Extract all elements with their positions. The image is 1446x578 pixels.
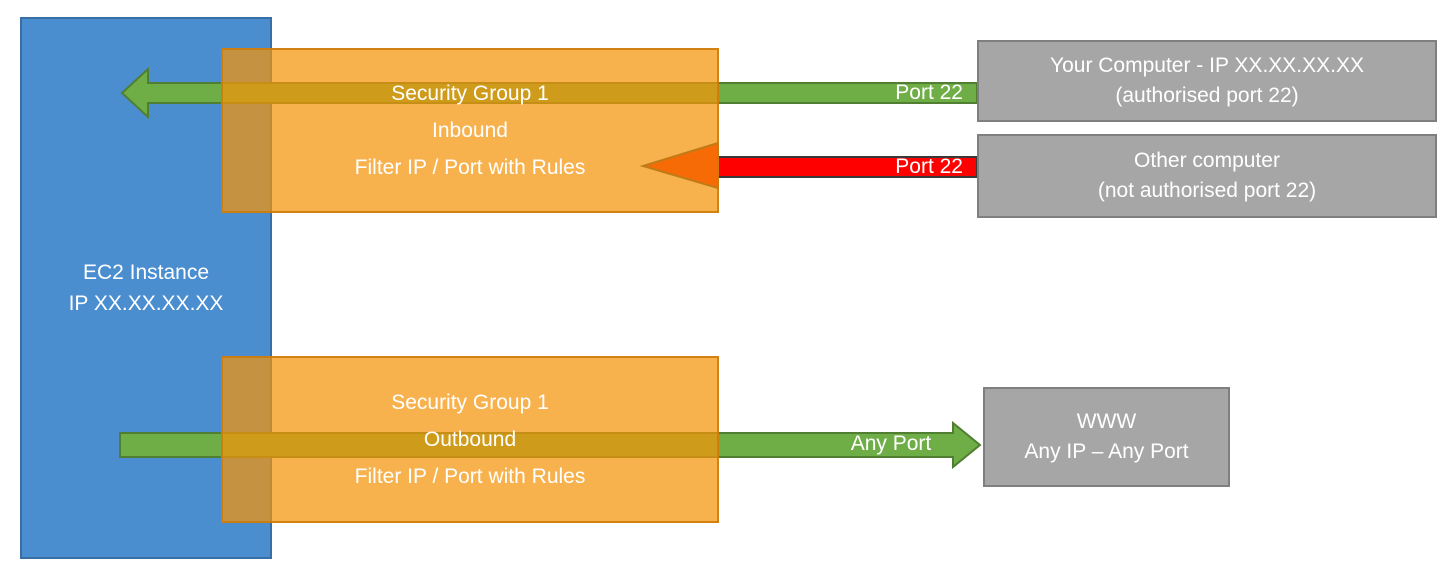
security-group-inbound-box: Security Group 1 Inbound Filter IP / Por…: [221, 48, 719, 213]
sg-outbound-title: Security Group 1: [391, 391, 549, 414]
www-title: WWW: [1076, 410, 1137, 433]
security-group-outbound-box: Security Group 1 Outbound Filter IP / Po…: [221, 356, 719, 523]
inbound-allowed-port-label: Port 22: [895, 81, 963, 104]
sg-inbound-direction: Inbound: [432, 119, 508, 142]
sg-outbound-rule: Filter IP / Port with Rules: [354, 465, 586, 488]
www-note: Any IP – Any Port: [1024, 440, 1189, 463]
sg-inbound-rule: Filter IP / Port with Rules: [354, 156, 586, 179]
other-computer-box: Other computer (not authorised port 22): [977, 134, 1437, 218]
sg-outbound-direction: Outbound: [423, 428, 517, 451]
sg-inbound-title: Security Group 1: [391, 82, 549, 105]
ec2-instance-name: EC2 Instance: [82, 261, 210, 284]
your-computer-box: Your Computer - IP XX.XX.XX.XX (authoris…: [977, 40, 1437, 122]
ec2-instance-ip: IP XX.XX.XX.XX: [68, 292, 224, 315]
your-computer-title: Your Computer - IP XX.XX.XX.XX: [1050, 54, 1364, 77]
other-computer-note: (not authorised port 22): [1097, 179, 1317, 202]
your-computer-note: (authorised port 22): [1115, 84, 1299, 107]
outbound-port-label: Any Port: [850, 432, 932, 455]
inbound-blocked-port-label: Port 22: [895, 155, 963, 178]
other-computer-title: Other computer: [1134, 149, 1280, 172]
www-box: WWW Any IP – Any Port: [983, 387, 1230, 487]
